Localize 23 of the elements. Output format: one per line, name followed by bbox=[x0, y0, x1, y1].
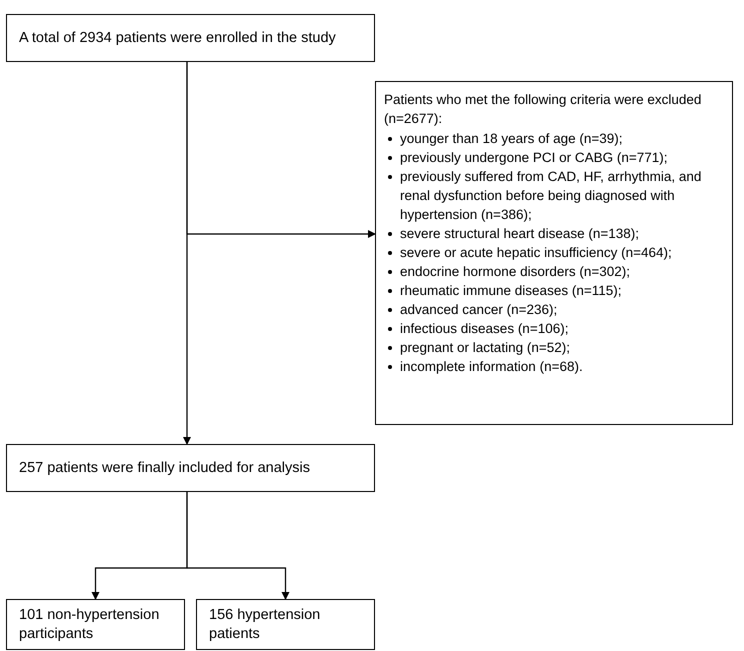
heading-text: Patients who met the following criteria were excluded (n=2677): bbox=[384, 91, 702, 128]
criterion-text: previously undergone PCI or CABG (n=771); bbox=[400, 149, 668, 167]
criterion-text: rheumatic immune diseases (n=115); bbox=[400, 282, 622, 300]
process-box bbox=[6, 14, 375, 62]
box-text: 101 non-hypertension participants bbox=[19, 606, 160, 644]
process-box bbox=[6, 599, 185, 650]
exclusion-box bbox=[375, 81, 733, 425]
criterion-text: severe structural heart disease (n=138); bbox=[400, 225, 639, 243]
criterion-text: advanced cancer (n=236); bbox=[400, 301, 558, 319]
criterion-text: younger than 18 years of age (n=39); bbox=[400, 130, 623, 148]
criterion-text: previously suffered from CAD, HF, arrhythmia, and renal dysfunction before being diagnosed with hypertension (n=386); bbox=[400, 168, 702, 224]
process-box bbox=[196, 599, 375, 650]
box-text: 257 patients were finally included for analysis bbox=[19, 458, 311, 478]
box-text: A total of 2934 patients were enrolled in the study bbox=[19, 28, 337, 48]
criterion-text: severe or acute hepatic insufficiency (n=464); bbox=[400, 244, 672, 262]
criterion-text: incomplete information (n=68). bbox=[400, 358, 583, 376]
criterion-text: pregnant or lactating (n=52); bbox=[400, 339, 570, 357]
process-box bbox=[6, 444, 375, 492]
arrow bbox=[186, 62, 376, 238]
box-text: 156 hypertension patients bbox=[209, 606, 322, 644]
arrow bbox=[186, 492, 290, 600]
criterion-text: infectious diseases (n=106); bbox=[400, 320, 568, 338]
criterion-text: endocrine hormone disorders (n=302); bbox=[400, 263, 630, 281]
